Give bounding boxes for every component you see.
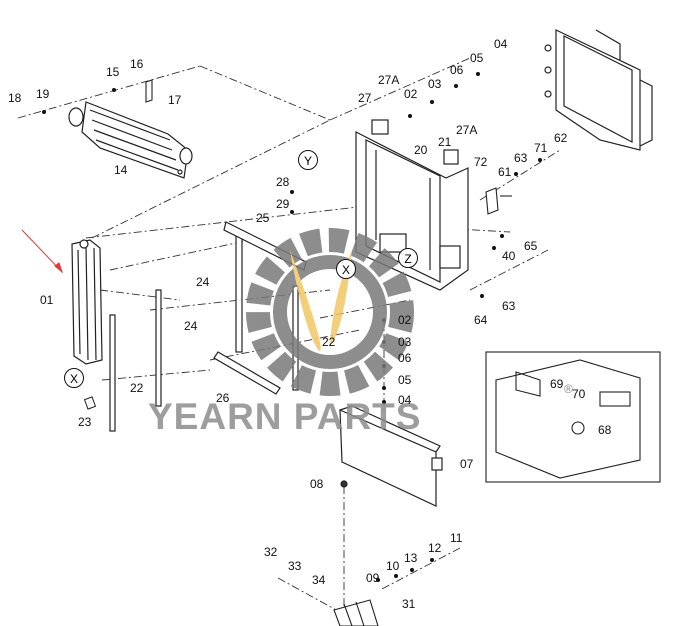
part-label-08: 08 [310, 477, 324, 491]
part-label-40: 40 [502, 249, 516, 263]
part-label-05-top: 05 [470, 51, 484, 65]
part-label-65: 65 [524, 239, 538, 253]
registered-mark: ® [564, 382, 573, 396]
part-label-61: 61 [498, 165, 512, 179]
part-label-31: 31 [402, 597, 416, 611]
inset-detail-box [485, 351, 661, 483]
part-label-22-b: 22 [130, 381, 144, 395]
bottom-assembly [333, 599, 379, 626]
watermark-text: YEARN PARTS [148, 396, 422, 437]
part-label-16: 16 [130, 57, 144, 71]
watermark-logo [246, 228, 414, 396]
part-label-17: 17 [168, 93, 182, 107]
fan-shroud [544, 29, 653, 151]
part-label-12: 12 [428, 541, 442, 555]
part-label-07: 07 [460, 457, 474, 471]
part-label-22-a: 22 [322, 335, 336, 349]
part-label-02-mid: 02 [398, 313, 412, 327]
part-label-69: 69 [550, 377, 564, 391]
part-label-06-mid: 06 [398, 351, 412, 365]
part-label-25: 25 [256, 211, 270, 225]
condenser-07 [339, 405, 443, 507]
accent-arrow [21, 229, 63, 273]
part-label-64: 64 [474, 313, 488, 327]
part-label-24-b: 24 [184, 319, 198, 333]
part-label-04-top: 04 [494, 37, 508, 51]
part-label-05-mid: 05 [398, 373, 412, 387]
part-label-19: 19 [36, 87, 50, 101]
radiator-01 [71, 239, 103, 365]
part-label-13: 13 [404, 551, 418, 565]
bracket-72 [485, 187, 512, 215]
part-label-11: 11 [450, 531, 463, 545]
part-label-10: 10 [386, 559, 400, 573]
part-label-27A-top: 27A [378, 73, 400, 87]
part-label-06-top: 06 [450, 63, 464, 77]
part-label-68: 68 [598, 423, 612, 437]
part-label-71: 71 [534, 141, 548, 155]
part-label-03-mid: 03 [398, 335, 412, 349]
callout-x-bottom: X [64, 368, 84, 388]
part-label-70: 70 [572, 387, 586, 401]
part-label-24-a: 24 [196, 275, 210, 289]
part-label-21: 21 [438, 135, 452, 149]
part-label-01: 01 [40, 293, 54, 307]
part-label-09: 09 [366, 571, 380, 585]
part-label-29: 29 [276, 197, 290, 211]
part-label-28: 28 [276, 175, 290, 189]
intercooler-14 [68, 101, 193, 179]
part-label-27: 27 [358, 91, 372, 105]
part-label-63-top: 63 [514, 151, 528, 165]
part-label-18: 18 [8, 91, 22, 105]
callout-x-top: X [336, 259, 356, 279]
callout-z: Z [398, 248, 418, 268]
part-label-63-bottom: 63 [502, 299, 516, 313]
part-label-72: 72 [474, 155, 488, 169]
part-label-02-top: 02 [404, 87, 418, 101]
part-label-04-mid: 04 [398, 393, 412, 407]
part-label-62: 62 [554, 131, 568, 145]
part-label-32: 32 [264, 545, 278, 559]
part-label-34: 34 [312, 573, 326, 587]
part-label-15: 15 [106, 65, 120, 79]
part-label-26: 26 [216, 391, 230, 405]
callout-y: Y [298, 150, 318, 170]
part-label-33: 33 [288, 559, 302, 573]
part-label-03-top: 03 [428, 77, 442, 91]
bracket-17 [145, 79, 153, 103]
part-label-23: 23 [78, 415, 92, 429]
part-label-27A-mid: 27A [456, 123, 478, 137]
part-label-14: 14 [114, 163, 128, 177]
part-label-20: 20 [414, 143, 428, 157]
